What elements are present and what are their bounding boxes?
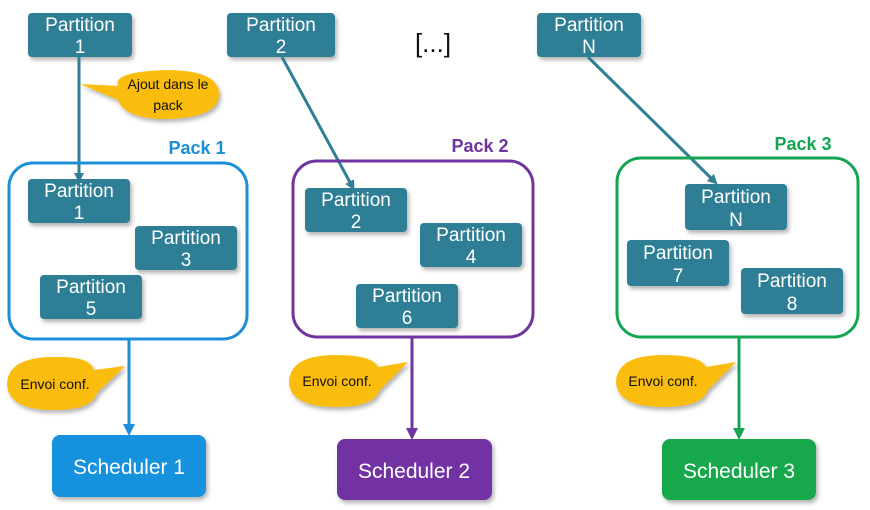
pack3-partition-7: Partition 7 — [627, 240, 729, 287]
partition-label: Partition — [436, 225, 506, 246]
partition-number: 1 — [75, 37, 86, 58]
partition-label: Partition — [757, 271, 827, 292]
send-callout-1 — [7, 356, 125, 410]
pack2-partition-6: Partition 6 — [356, 284, 458, 329]
pack2-partition-4: Partition 4 — [420, 223, 522, 268]
partition-number: N — [729, 210, 743, 231]
partition-number: 3 — [181, 250, 192, 271]
top-partition-2: Partition 2 — [227, 13, 335, 58]
send-callout-1-text: Envoi conf. — [20, 376, 89, 392]
add-callout — [80, 70, 220, 119]
partition-number: 8 — [787, 294, 798, 315]
partition-label: Partition — [246, 15, 316, 36]
scheduler-1: Scheduler 1 — [52, 435, 206, 497]
ellipsis: [...] — [415, 28, 451, 58]
scheduler-1-label: Scheduler 1 — [73, 456, 185, 479]
top-partition-1: Partition 1 — [28, 13, 132, 58]
partition-number: 6 — [402, 308, 413, 329]
send-callout-2-text: Envoi conf. — [302, 373, 371, 389]
pack2-partition-2: Partition 2 — [305, 188, 407, 233]
send-callout-3-text: Envoi conf. — [628, 373, 697, 389]
pack-2-title: Pack 2 — [451, 136, 508, 156]
partition-number: 2 — [276, 37, 287, 58]
add-callout-line2: pack — [153, 97, 184, 113]
scheduler-3: Scheduler 3 — [662, 439, 816, 500]
partition-number: 2 — [351, 212, 362, 233]
arrow-partition2-to-pack2 — [280, 56, 355, 191]
pack3-partition-n: Partition N — [685, 184, 787, 231]
scheduler-2: Scheduler 2 — [337, 439, 492, 500]
send-callout-3 — [616, 355, 736, 407]
partition-label: Partition — [643, 243, 713, 264]
pack-3-title: Pack 3 — [774, 134, 831, 154]
partition-number: 7 — [673, 266, 684, 287]
partition-label: Partition — [56, 277, 126, 298]
partition-label: Partition — [554, 15, 624, 36]
pack3-partition-8: Partition 8 — [741, 268, 843, 315]
partition-label: Partition — [45, 15, 115, 36]
arrow-partitionN-to-pack3 — [586, 55, 718, 185]
top-partition-n: Partition N — [537, 13, 641, 58]
partition-label: Partition — [321, 190, 391, 211]
partition-label: Partition — [44, 181, 114, 202]
partition-label: Partition — [151, 228, 221, 249]
scheduler-3-label: Scheduler 3 — [683, 460, 795, 483]
partition-number: 4 — [466, 247, 477, 268]
partition-label: Partition — [372, 286, 442, 307]
pack-1-title: Pack 1 — [168, 138, 225, 158]
pack1-partition-5: Partition 5 — [40, 275, 142, 320]
scheduler-2-label: Scheduler 2 — [358, 460, 470, 483]
partition-number: 1 — [74, 203, 85, 224]
pack1-partition-1: Partition 1 — [28, 179, 130, 224]
send-callout-2 — [289, 355, 408, 407]
partition-number: 5 — [86, 299, 97, 320]
partition-number: N — [582, 37, 596, 58]
pack1-partition-3: Partition 3 — [135, 226, 237, 271]
add-callout-line1: Ajout dans le — [128, 76, 209, 92]
partition-label: Partition — [701, 187, 771, 208]
